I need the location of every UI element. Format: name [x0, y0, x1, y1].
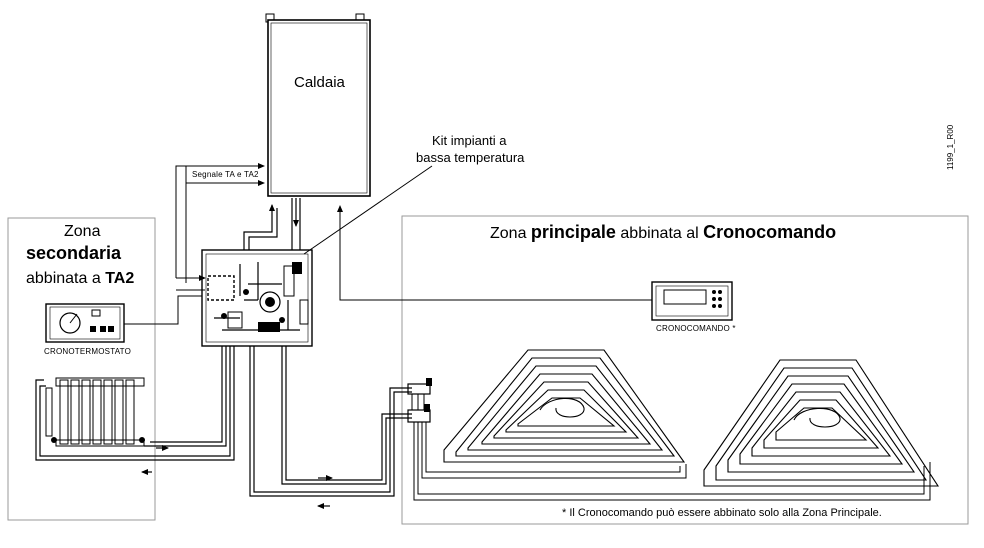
pipe-kit-to-boiler	[243, 204, 275, 250]
zona-secondaria-title-2: secondaria	[26, 243, 122, 263]
kit-callout-line	[303, 165, 433, 255]
zona-principale-bold1: principale	[530, 222, 616, 242]
zona-secondaria-ta2: TA2	[105, 270, 135, 287]
zona-principale-title: Zona principale abbinata al Cronocomando	[490, 222, 836, 243]
zona-principale-frame	[401, 215, 969, 525]
pipe-primary-supply	[281, 346, 412, 485]
boiler-label: Caldaia	[294, 74, 345, 91]
cronotermostato	[45, 303, 125, 343]
floor-coil-right	[703, 359, 940, 487]
cronotermostato-label: CRONOTERMOSTATO	[44, 347, 131, 356]
cronotermostato-wire	[124, 295, 202, 325]
zona-secondaria-frame	[7, 217, 156, 521]
pipe-secondary-supply	[144, 346, 227, 447]
footnote: * Il Cronocomando può essere abbinato so…	[562, 507, 882, 519]
zona-secondaria-title-1: Zona	[64, 223, 101, 240]
drawing-code: 1199_1_R00	[946, 124, 955, 170]
radiator	[45, 377, 145, 447]
cronocomando-label: CRONOCOMANDO *	[656, 324, 736, 333]
zona-secondaria-prefix: abbinata a	[26, 270, 106, 287]
kit-label-2: bassa temperatura	[416, 150, 525, 165]
zona-principale-middle: abbinata al	[615, 225, 704, 242]
kit-box	[201, 249, 313, 347]
cronocomando	[651, 281, 733, 321]
manifold	[407, 378, 432, 423]
floor-coil-left	[443, 349, 686, 463]
signal-label: Segnale TA e TA2	[192, 170, 259, 179]
zona-principale-bold2: Cronocomando	[703, 222, 837, 242]
kit-label-1: Kit impianti a	[432, 133, 507, 148]
zona-secondaria-title-3: abbinata a TA2	[26, 270, 134, 288]
cronocomando-wire	[337, 205, 652, 301]
zona-principale-prefix: Zona	[490, 225, 531, 242]
boiler	[265, 13, 371, 197]
